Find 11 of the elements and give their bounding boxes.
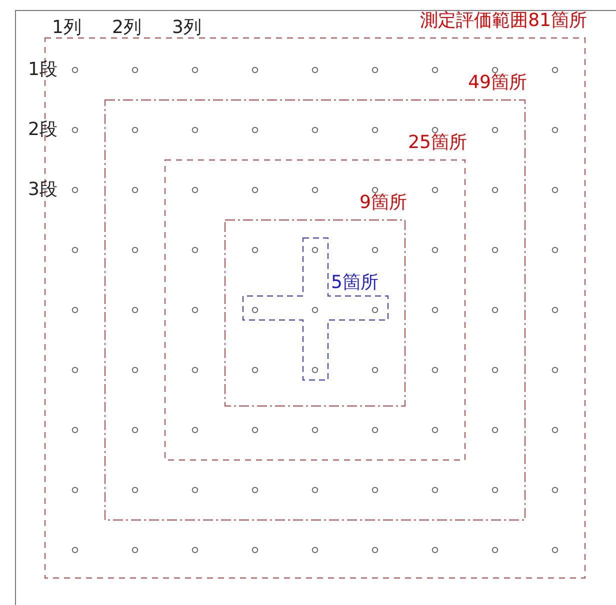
range-label: 5箇所: [331, 272, 378, 294]
column-label: 2列: [112, 17, 142, 39]
column-label: 1列: [52, 17, 82, 39]
range-label: 49箇所: [468, 72, 527, 94]
row-label: 2段: [28, 119, 58, 141]
row-label: 3段: [28, 179, 58, 201]
range-label: 25箇所: [408, 132, 467, 154]
column-label: 3列: [172, 17, 202, 39]
range-label: 測定評価範囲81箇所: [420, 10, 587, 32]
row-label: 1段: [28, 59, 58, 81]
range-label: 9箇所: [360, 192, 407, 214]
